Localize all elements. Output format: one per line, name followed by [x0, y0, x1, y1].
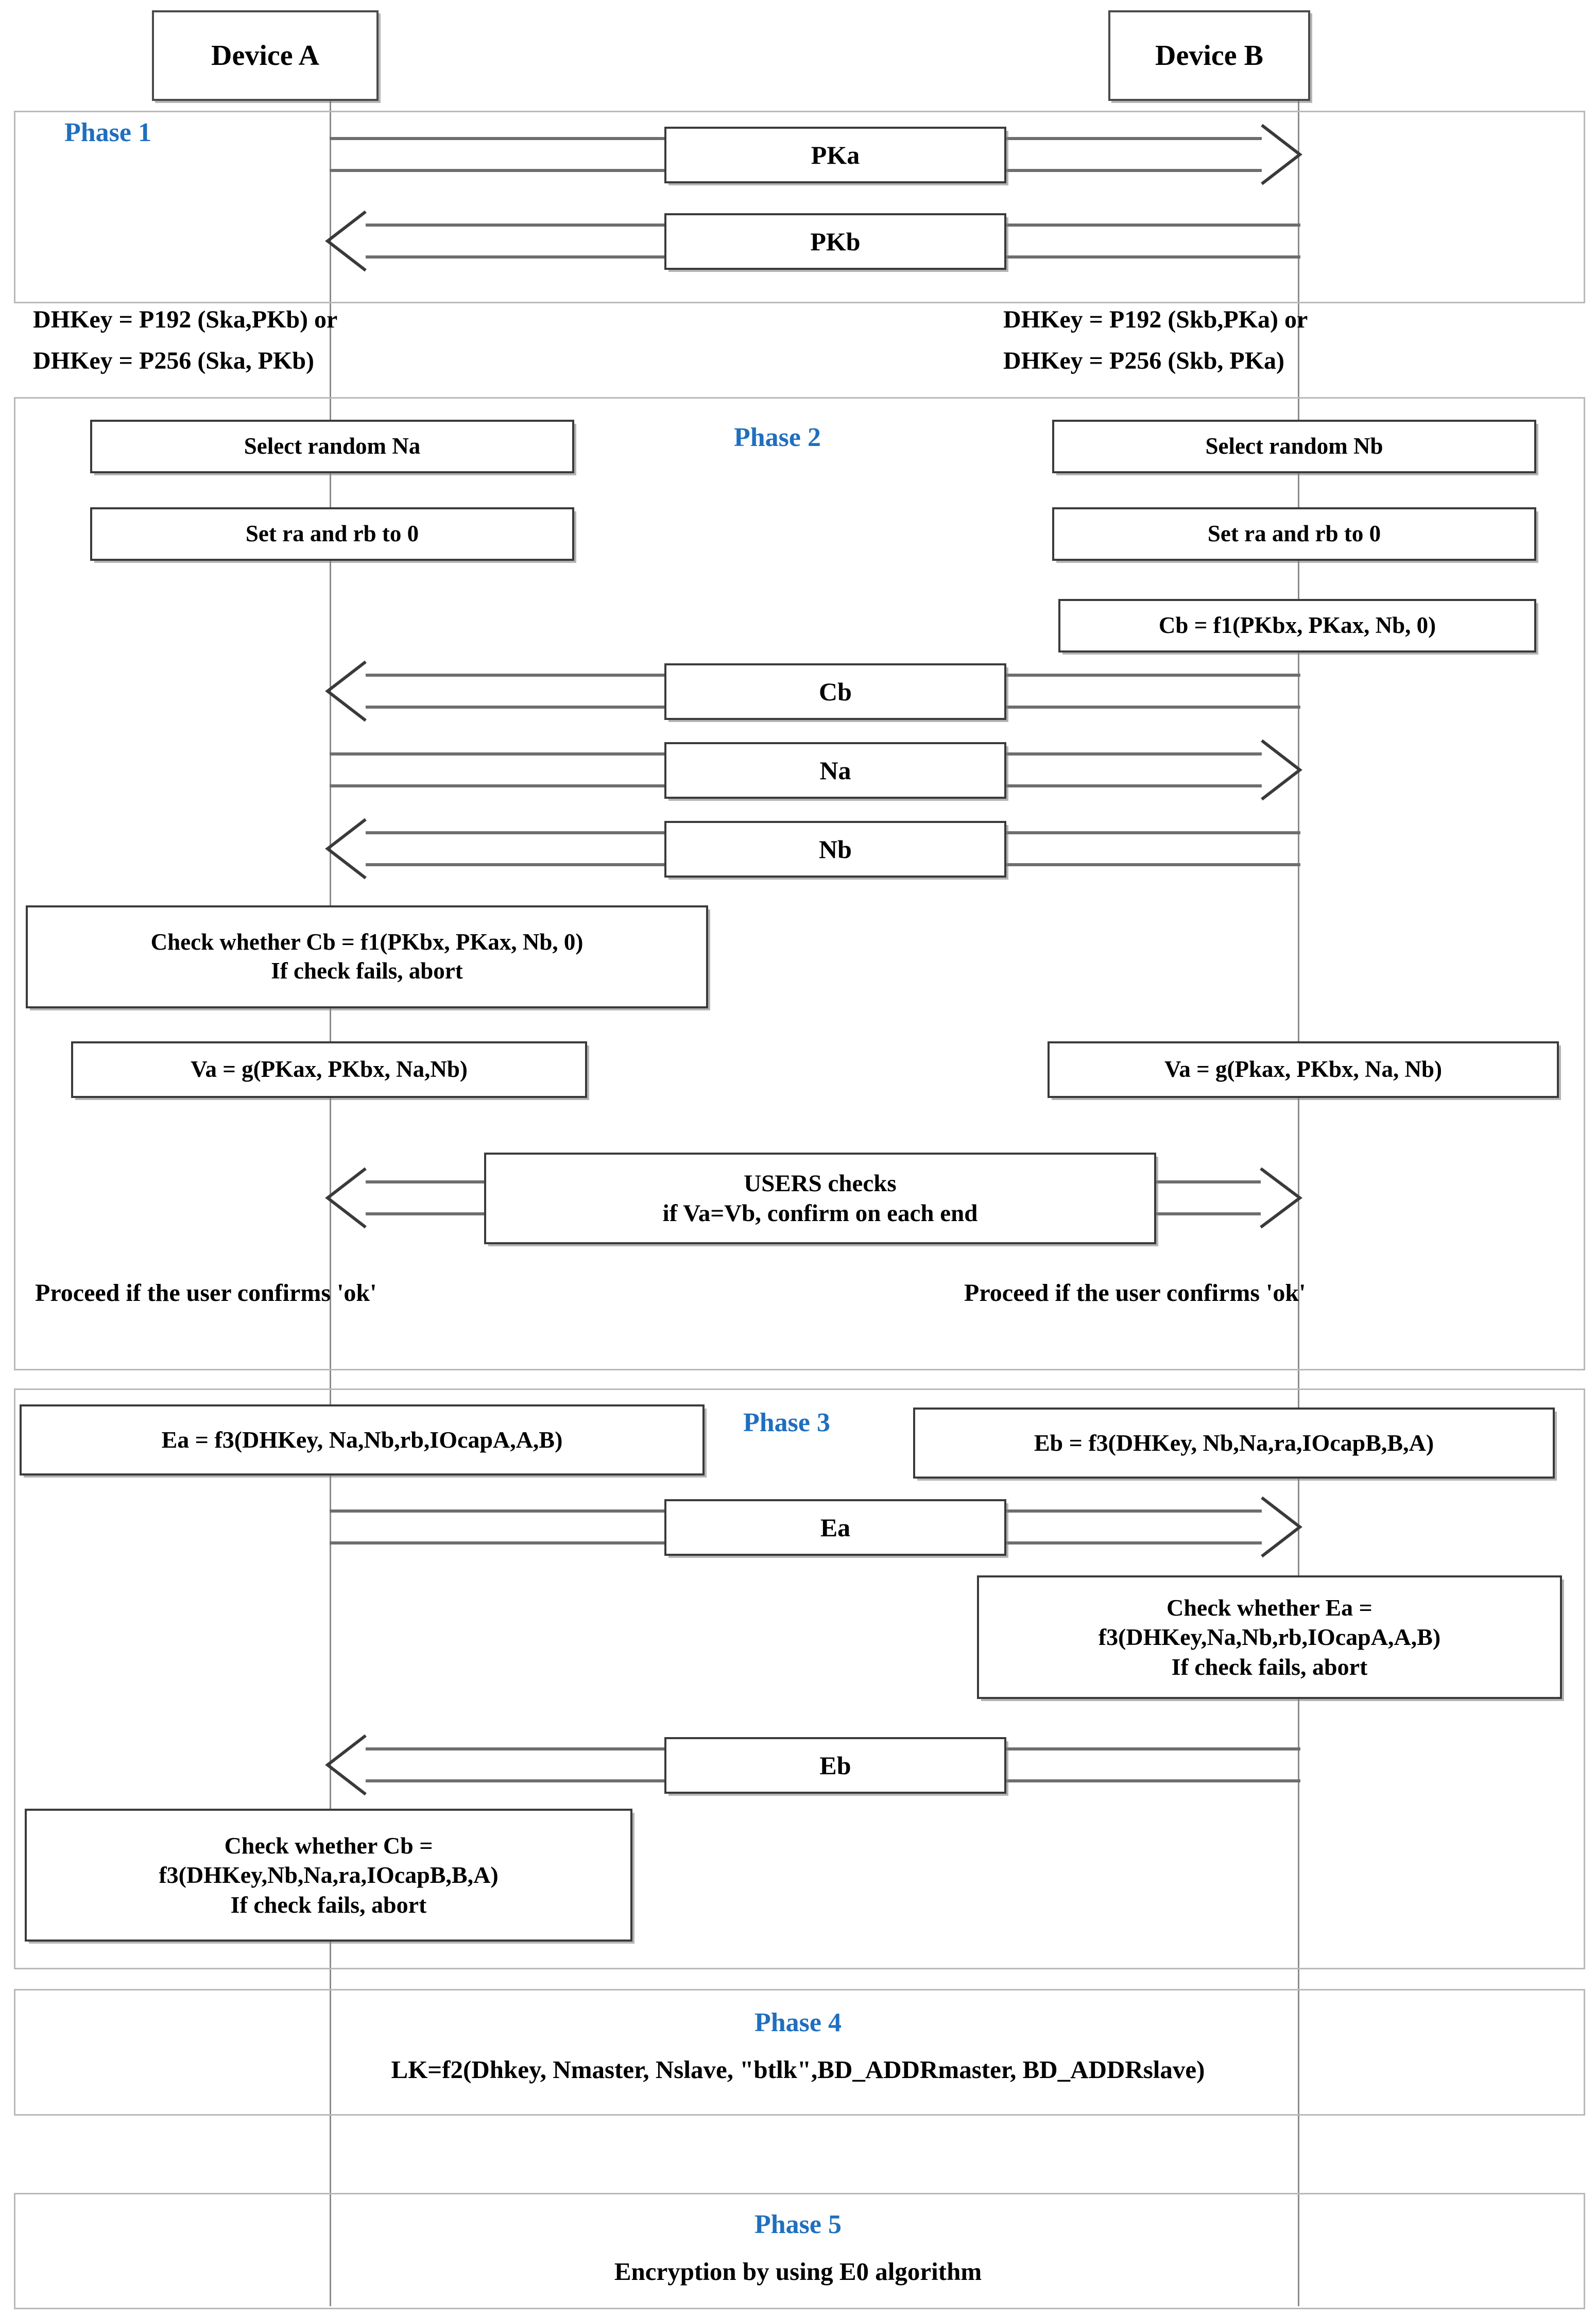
phase-4-title-row: Phase 4 — [0, 2007, 1596, 2038]
dhkey-note-right-line1: DHKey = P192 (Skb,PKa) or — [1003, 306, 1308, 333]
message-box-ea[interactable]: Ea — [664, 1499, 1006, 1556]
action-box-users-checks[interactable]: USERS checks if Va=Vb, confirm on each e… — [484, 1153, 1156, 1244]
check-cb3-line1: Check whether Cb = — [224, 1832, 433, 1859]
check-cb-line1: Check whether Cb = f1(PKbx, PKax, Nb, 0) — [150, 929, 584, 955]
va-label-left: Va = g(PKax, PKbx, Na,Nb) — [191, 1056, 468, 1083]
action-box-check-ea[interactable]: Check whether Ea = f3(DHKey,Na,Nb,rb,IOc… — [977, 1575, 1562, 1699]
phase-5-title-row: Phase 5 — [0, 2209, 1596, 2240]
check-cb3-line2: f3(DHKey,Nb,Na,ra,IOcapB,B,A) — [159, 1862, 499, 1889]
action-box-set-ra-rb-right[interactable]: Set ra and rb to 0 — [1052, 507, 1536, 561]
eb-label: Eb = f3(DHKey, Nb,Na,ra,IOcapB,B,A) — [1034, 1430, 1434, 1456]
phase-3-label: Phase 3 — [743, 1408, 830, 1437]
action-box-check-cb-phase2[interactable]: Check whether Cb = f1(PKbx, PKax, Nb, 0)… — [26, 905, 708, 1008]
check-cb-line2: If check fails, abort — [271, 958, 463, 984]
action-box-eb-compute[interactable]: Eb = f3(DHKey, Nb,Na,ra,IOcapB,B,A) — [913, 1408, 1555, 1479]
message-box-na[interactable]: Na — [664, 742, 1006, 799]
phase-2-container — [14, 397, 1585, 1370]
message-label-pkb: PKb — [810, 227, 861, 256]
action-box-ea-compute[interactable]: Ea = f3(DHKey, Na,Nb,rb,IOcapA,A,B) — [20, 1404, 705, 1475]
phase-1-container — [14, 111, 1585, 303]
action-label: Cb = f1(PKbx, PKax, Nb, 0) — [1158, 612, 1436, 639]
phase-1-label: Phase 1 — [64, 118, 151, 147]
action-box-check-cb-phase3[interactable]: Check whether Cb = f3(DHKey,Nb,Na,ra,IOc… — [25, 1809, 632, 1942]
check-ea-line1: Check whether Ea = — [1166, 1594, 1372, 1621]
users-check-line2: if Va=Vb, confirm on each end — [662, 1200, 978, 1227]
phase-5-label: Phase 5 — [754, 2210, 842, 2239]
phase-2-label: Phase 2 — [734, 423, 821, 452]
proceed-text-right: Proceed if the user confirms 'ok' — [964, 1279, 1306, 1307]
message-label-na: Na — [819, 756, 851, 785]
action-box-select-random-na[interactable]: Select random Na — [90, 420, 574, 473]
phase-4-body: LK=f2(Dhkey, Nmaster, Nslave, "btlk",BD_… — [391, 2055, 1205, 2084]
check-ea-line3: If check fails, abort — [1171, 1653, 1368, 1680]
message-label-eb: Eb — [819, 1751, 851, 1780]
phase-4-body-row: LK=f2(Dhkey, Nmaster, Nslave, "btlk",BD_… — [0, 2055, 1596, 2084]
phase-5-body-row: Encryption by using E0 algorithm — [0, 2257, 1596, 2286]
proceed-text-left: Proceed if the user confirms 'ok' — [35, 1279, 377, 1307]
action-box-set-ra-rb-left[interactable]: Set ra and rb to 0 — [90, 507, 574, 561]
dhkey-note-right-line2: DHKey = P256 (Skb, PKa) — [1003, 347, 1285, 374]
action-label: Select random Na — [244, 433, 421, 459]
action-box-va-left[interactable]: Va = g(PKax, PKbx, Na,Nb) — [71, 1041, 587, 1098]
ea-label: Ea = f3(DHKey, Na,Nb,rb,IOcapA,A,B) — [161, 1427, 563, 1453]
action-label: Set ra and rb to 0 — [1207, 521, 1381, 547]
actor-label-device-b: Device B — [1155, 40, 1263, 72]
check-cb3-line3: If check fails, abort — [230, 1891, 427, 1918]
check-ea-line2: f3(DHKey,Na,Nb,rb,IOcapA,A,B) — [1098, 1624, 1441, 1651]
dhkey-note-left-line2: DHKey = P256 (Ska, PKb) — [33, 347, 315, 374]
message-label-cb: Cb — [819, 677, 852, 706]
dhkey-note-left-line1: DHKey = P192 (Ska,PKb) or — [33, 306, 338, 333]
message-label-nb: Nb — [819, 835, 852, 864]
action-box-select-random-nb[interactable]: Select random Nb — [1052, 420, 1536, 473]
phase-5-container — [14, 2193, 1585, 2309]
message-box-nb[interactable]: Nb — [664, 821, 1006, 878]
phase-4-label: Phase 4 — [754, 2008, 842, 2037]
message-label-pka: PKa — [811, 141, 860, 169]
lifeline-device-b — [1298, 97, 1299, 2306]
action-label: Select random Nb — [1205, 433, 1383, 459]
actor-box-device-a[interactable]: Device A — [152, 10, 379, 101]
users-check-line1: USERS checks — [744, 1170, 897, 1197]
message-box-cb[interactable]: Cb — [664, 663, 1006, 720]
message-box-pkb[interactable]: PKb — [664, 213, 1006, 270]
phase-3-container — [14, 1388, 1585, 1969]
message-box-eb[interactable]: Eb — [664, 1737, 1006, 1794]
va-label-right: Va = g(Pkax, PKbx, Na, Nb) — [1164, 1056, 1443, 1083]
actor-box-device-b[interactable]: Device B — [1108, 10, 1310, 101]
actor-label-device-a: Device A — [211, 40, 319, 72]
action-box-compute-cb[interactable]: Cb = f1(PKbx, PKax, Nb, 0) — [1058, 599, 1536, 653]
message-label-ea: Ea — [820, 1513, 851, 1542]
message-box-pka[interactable]: PKa — [664, 127, 1006, 183]
action-box-va-right[interactable]: Va = g(Pkax, PKbx, Na, Nb) — [1048, 1041, 1559, 1098]
phase-4-container — [14, 1989, 1585, 2116]
action-label: Set ra and rb to 0 — [245, 521, 419, 547]
phase-5-body: Encryption by using E0 algorithm — [614, 2257, 982, 2286]
